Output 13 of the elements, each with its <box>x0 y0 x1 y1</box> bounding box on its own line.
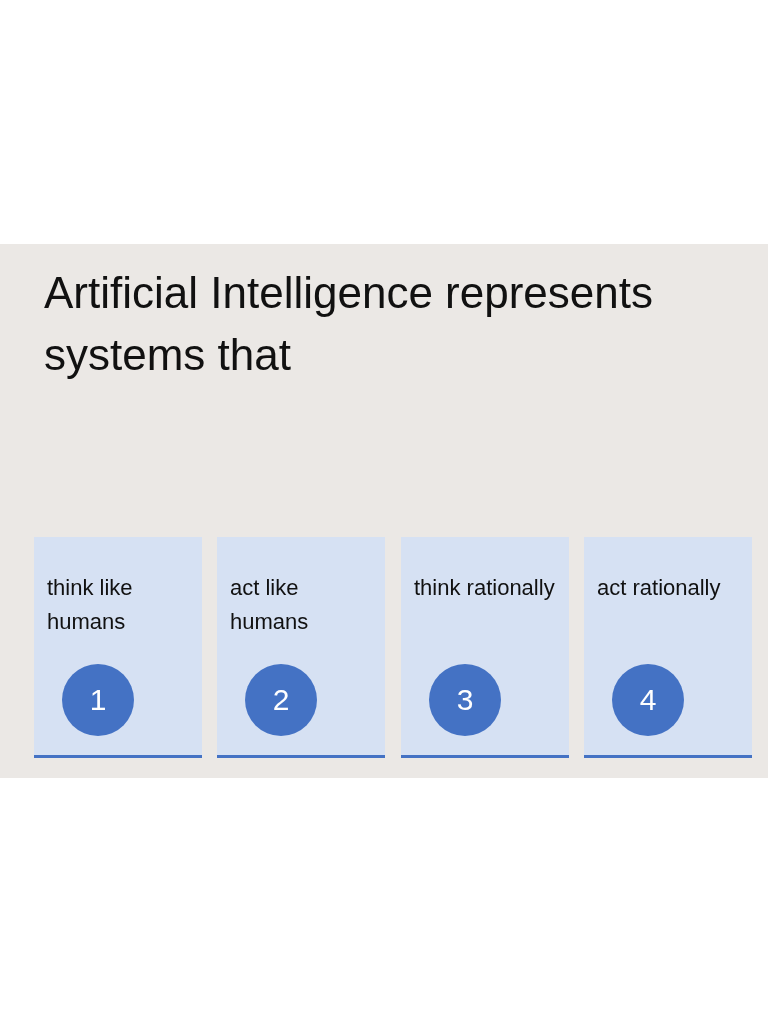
card-label: act rationally <box>597 574 722 602</box>
card-label: act like humans <box>230 574 310 636</box>
number-circle: 2 <box>245 664 317 736</box>
category-card <box>401 537 569 758</box>
category-card <box>34 537 202 758</box>
slide-title: Artificial Intelligence represents systems that <box>44 267 654 381</box>
card-label: think like humans <box>47 574 134 636</box>
category-card <box>584 537 752 758</box>
number-circle: 1 <box>62 664 134 736</box>
number-circle: 3 <box>429 664 501 736</box>
number-circle: 4 <box>612 664 684 736</box>
card-label: think rationally <box>414 574 556 602</box>
category-card <box>217 537 385 758</box>
